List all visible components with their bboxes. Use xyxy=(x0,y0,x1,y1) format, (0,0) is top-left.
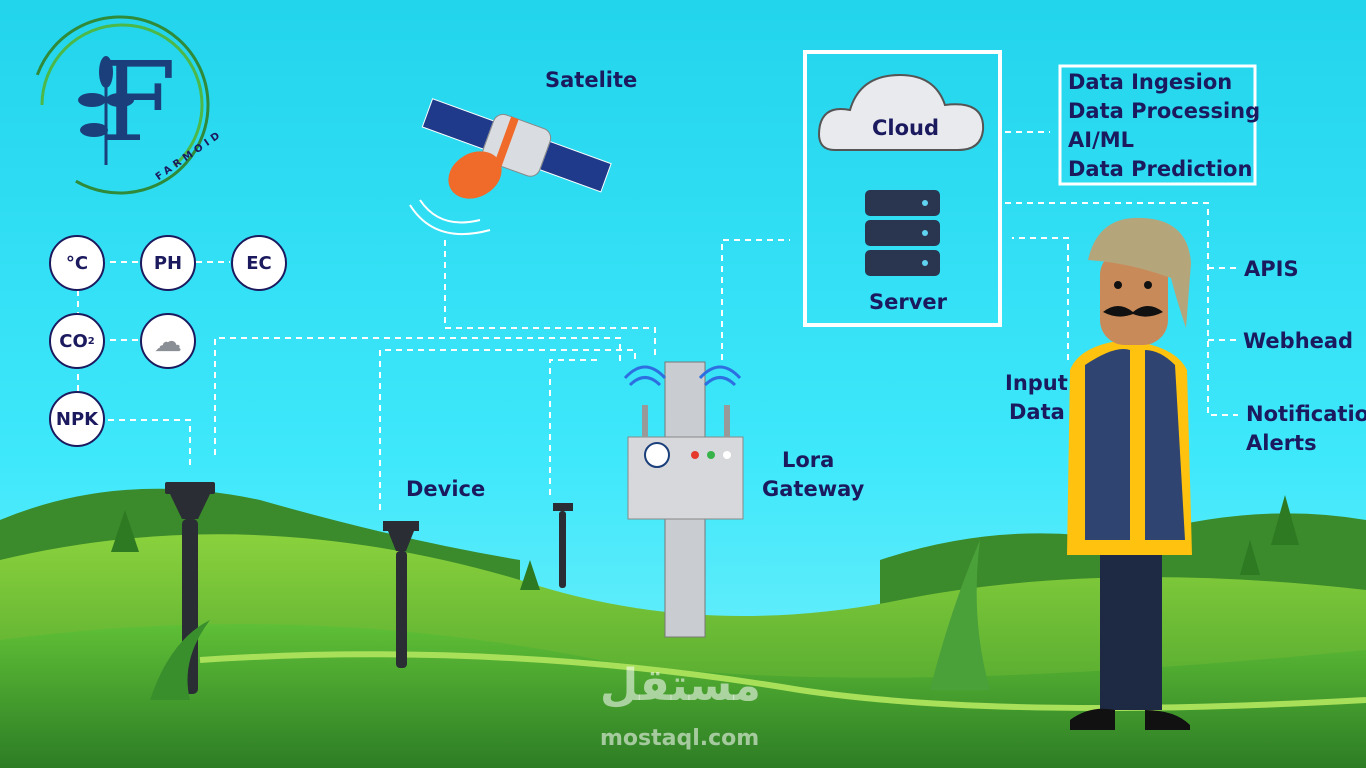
services-list: Data Ingesion Data Processing AI/ML Data… xyxy=(1068,68,1260,184)
sensor-ph-label: PH xyxy=(153,252,183,274)
input-data-line2: Data xyxy=(1009,400,1065,424)
service-item: Data Ingesion xyxy=(1068,70,1233,94)
output-notifications: NotificationAlerts xyxy=(1246,400,1366,458)
sensor-ec-label: EC xyxy=(246,252,272,274)
gateway-label-line1: Lora xyxy=(782,448,835,472)
notif-line2: Alerts xyxy=(1246,431,1317,455)
cloud-icon: ☁ xyxy=(154,324,182,358)
satellite-label: Satelite xyxy=(545,68,638,92)
gateway-label-line2: Gateway xyxy=(762,477,865,501)
sensor-co2-sub: 2 xyxy=(87,335,95,347)
server-label: Server xyxy=(869,290,948,314)
sensor-ph[interactable]: PH xyxy=(140,235,196,291)
sensor-npk[interactable]: NPK xyxy=(49,391,105,447)
device-label: Device xyxy=(406,477,486,501)
sensor-co2-label: CO xyxy=(59,330,88,352)
output-apis: APIS xyxy=(1244,257,1299,281)
cloud-label: Cloud xyxy=(872,116,940,140)
notif-line1: Notification xyxy=(1246,402,1366,426)
watermark-arabic: مستقل xyxy=(600,660,761,711)
sensor-weather[interactable]: ☁ xyxy=(140,313,196,369)
sensor-ec[interactable]: EC xyxy=(231,235,287,291)
sensor-temp-label: °C xyxy=(65,252,89,274)
input-data-line1: Input xyxy=(1005,371,1068,395)
service-item: Data Processing xyxy=(1068,99,1261,123)
sensor-npk-label: NPK xyxy=(55,408,99,430)
service-item: Data Prediction xyxy=(1068,157,1253,181)
output-webhead: Webhead xyxy=(1243,329,1354,353)
watermark-url: mostaql.com xyxy=(600,726,760,751)
sensor-temp[interactable]: °C xyxy=(49,235,105,291)
service-item: AI/ML xyxy=(1068,128,1135,152)
